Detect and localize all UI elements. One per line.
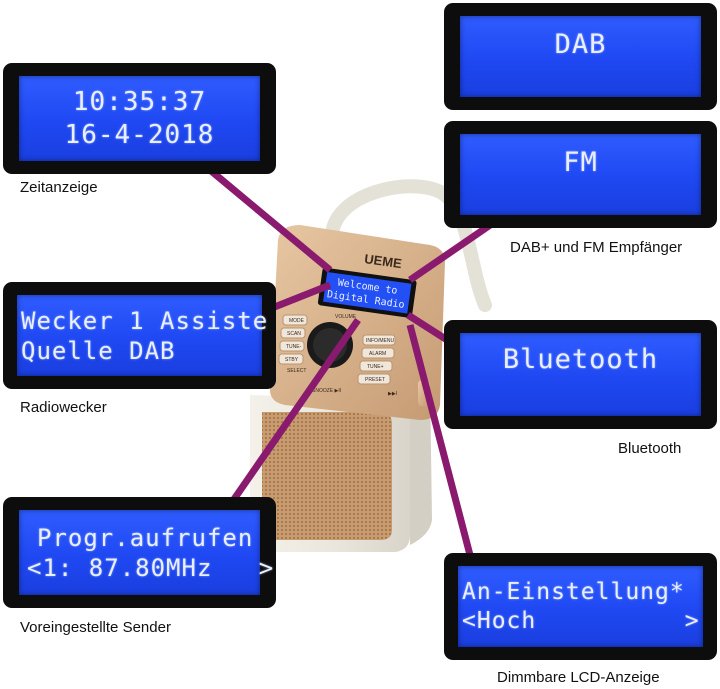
speaker-grille: [262, 412, 392, 540]
caption-preset: Voreingestellte Sender: [20, 619, 171, 636]
dimmer-panel: An-Einstellung* <Hoch >: [444, 553, 717, 660]
alarm-line-1: Wecker 1 Assiste: [21, 306, 269, 335]
lbl-volume: VOLUME: [335, 314, 357, 320]
caption-bluetooth: Bluetooth: [618, 440, 682, 457]
caption-clock: Zeitanzeige: [20, 179, 98, 196]
alarm-panel: Wecker 1 Assiste Quelle DAB: [3, 282, 276, 389]
btn-preset: PRESET: [365, 377, 385, 383]
btn-scan: SCAN: [287, 331, 301, 337]
lbl-snooze: SNOOZE ▶II: [312, 388, 341, 394]
preset-line-2: <1: 87.80MHz >: [27, 553, 275, 582]
btn-stby: STBY: [285, 357, 299, 363]
btn-info: INFO/MENU: [366, 338, 394, 344]
fm-panel: FM: [444, 121, 717, 228]
clock-panel: 10:35:37 16-4-2018: [3, 63, 276, 174]
fm-label: FM: [563, 147, 598, 178]
btn-tune-minus: TUNE-: [286, 344, 302, 350]
dimmer-line-2: <Hoch >: [462, 607, 700, 634]
lbl-skip: ▶▶I: [388, 391, 397, 397]
preset-panel: Progr.aufrufen <1: 87.80MHz >: [3, 497, 276, 608]
brand-logo: UEME: [363, 251, 403, 271]
caption-alarm: Radiowecker: [20, 399, 107, 416]
preset-line-1: Progr.aufrufen: [37, 523, 254, 552]
btn-mode: MODE: [289, 318, 305, 324]
caption-dab-fm: DAB+ und FM Empfänger: [510, 239, 683, 256]
caption-dimmer: Dimmbare LCD-Anzeige: [497, 669, 660, 686]
dimmer-line-1: An-Einstellung*: [462, 578, 685, 605]
clock-date: 16-4-2018: [64, 119, 215, 150]
btn-alarm: ALARM: [369, 351, 386, 357]
dab-panel: DAB: [444, 3, 717, 110]
bluetooth-panel: Bluetooth: [444, 320, 717, 429]
dab-label: DAB: [554, 29, 607, 60]
bluetooth-label: Bluetooth: [502, 343, 659, 375]
btn-tune-plus: TUNE+: [367, 364, 384, 370]
lbl-select: SELECT: [287, 368, 306, 374]
clock-time: 10:35:37: [72, 87, 207, 117]
alarm-line-2: Quelle DAB: [21, 336, 176, 365]
